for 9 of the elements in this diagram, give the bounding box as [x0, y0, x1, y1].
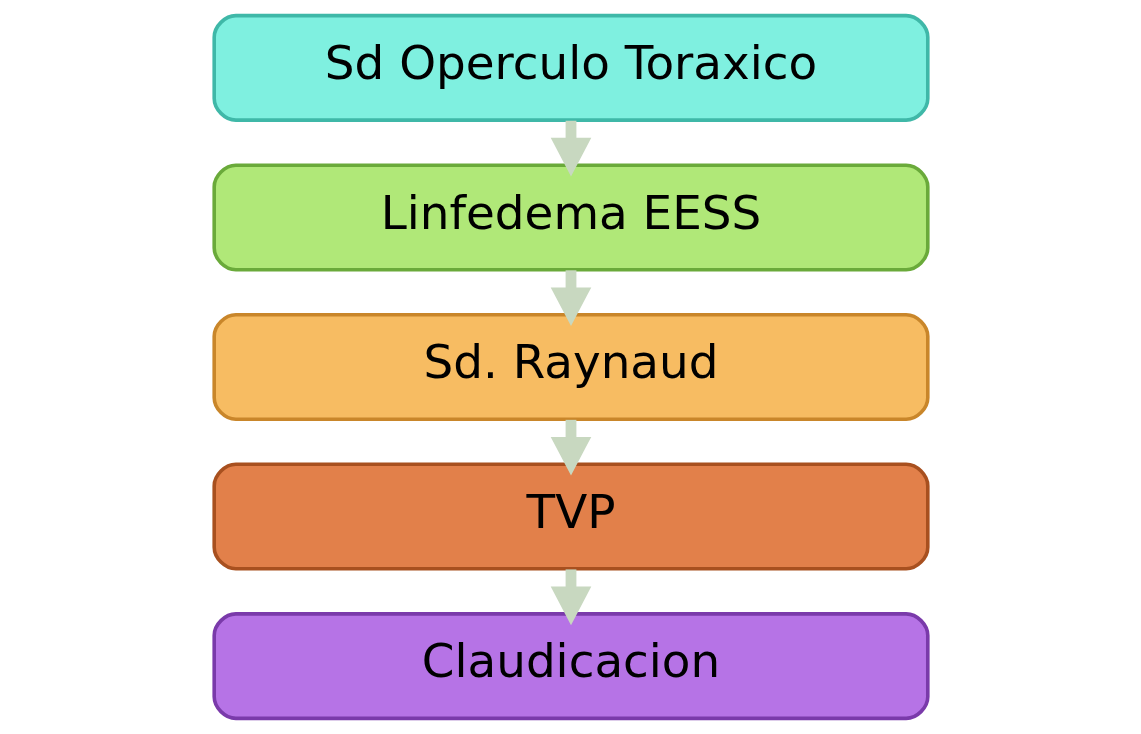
- node-box: TVP: [211, 462, 930, 571]
- node-box: Sd. Raynaud: [211, 312, 930, 422]
- node-box: Claudicacion: [211, 612, 930, 721]
- arrow: [550, 120, 591, 177]
- node-box: Linfedema EESS: [211, 163, 930, 272]
- arrow: [550, 270, 591, 327]
- arrow: [550, 569, 591, 626]
- arrow: [550, 419, 591, 476]
- node-box: Sd Operculo Toraxico: [211, 13, 930, 122]
